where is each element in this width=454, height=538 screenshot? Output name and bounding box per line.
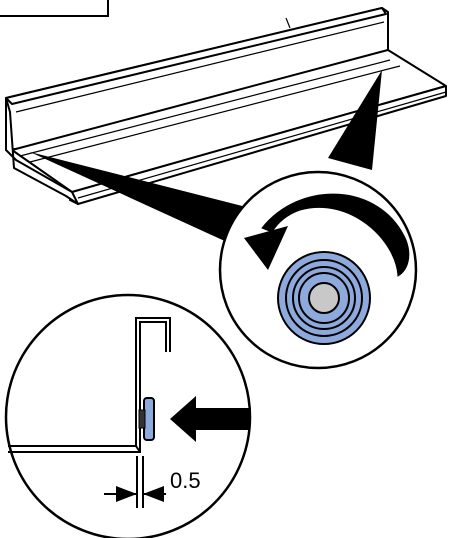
leader-wedge-left [30, 152, 258, 248]
dimension-label: 0.5 [170, 468, 201, 493]
rotation-arrow-icon [244, 193, 410, 277]
blue-part-front-view [277, 251, 371, 345]
leader-wedge-right [328, 70, 382, 170]
rail-profile [5, 7, 447, 205]
blue-part-side-view [138, 397, 155, 441]
rail-section-profile [8, 317, 171, 453]
push-arrow-icon [170, 396, 250, 442]
dimension-arrows-icon [104, 456, 166, 508]
label-box-fragment [0, 0, 109, 17]
